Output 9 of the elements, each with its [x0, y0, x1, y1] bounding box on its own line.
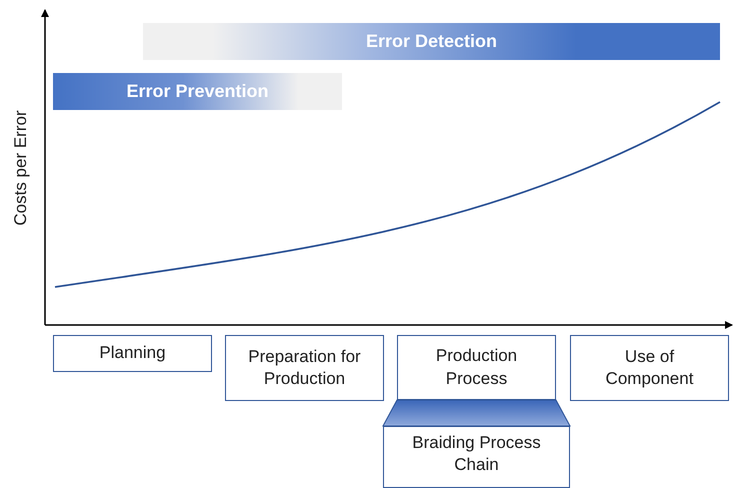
- axis-title: Costs per Error: [11, 110, 31, 226]
- phase-box: Preparation for Production: [225, 335, 384, 401]
- connector-trapezoid: [382, 400, 571, 426]
- error-detection-bar: Error Detection: [143, 23, 720, 60]
- phase-box: Planning: [53, 335, 212, 372]
- phase-box: Production Process: [397, 335, 556, 400]
- error-prevention-bar: Error Prevention: [53, 73, 342, 110]
- sub-process-box: Braiding Process Chain: [383, 426, 570, 488]
- phase-box: Use of Component: [570, 335, 729, 401]
